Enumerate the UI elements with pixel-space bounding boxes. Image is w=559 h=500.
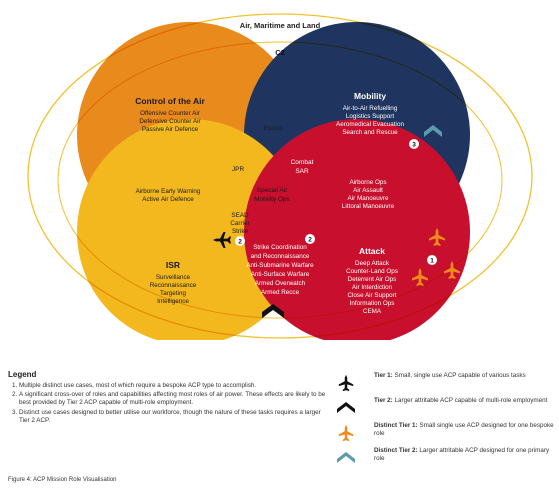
black-chevron-icon: [262, 304, 284, 318]
orange-aircraft-icon: [338, 424, 354, 442]
strike-coordination-label: and Reconnaissance: [251, 253, 310, 260]
marker-2b-label: 2: [308, 237, 312, 244]
sead-label: Carrier: [230, 220, 249, 227]
aew-label: Airborne Early Warning: [136, 188, 201, 195]
legend-item: Multiple distinct use cases, most of whi…: [19, 382, 326, 390]
airborne-ops-label: Airborne Ops: [349, 179, 386, 186]
strike-coordination-label: Anti-Surface Warfare: [251, 271, 310, 278]
tier-2-entry: Tier 2: Larger attritable ACP capable of…: [336, 397, 556, 419]
attack-item: Deterrent Air Ops: [348, 276, 397, 283]
isr-item: Surveillance: [156, 274, 191, 281]
mobility-item: Aeromedical Evacuation: [336, 121, 404, 128]
distinct-tier-2-entry: Distinct Tier 2: Larger attritable ACP d…: [336, 447, 556, 469]
black-aircraft-icon: [338, 374, 354, 392]
mission-role-diagram: Air, Maritime and Land C2 Control of the…: [27, 13, 533, 340]
tier-name: Distinct Tier 1:: [374, 422, 418, 429]
tier-key: Tier 1: Small, single use ACP capable of…: [336, 372, 556, 472]
attack-item: Counter-Land Ops: [346, 268, 398, 275]
outer-ring-title: Air, Maritime and Land: [240, 21, 321, 30]
airborne-ops-label: Air Assault: [353, 187, 383, 194]
control-of-air-item: Defensive Counter Air: [139, 118, 200, 125]
sead-label: Strike: [232, 228, 249, 235]
airborne-ops-label: Air Manoeuvre: [348, 195, 389, 202]
control-of-air-item: Offensive Counter Air: [140, 110, 200, 117]
marker-3-circle: [409, 139, 419, 149]
legend-list: Multiple distinct use cases, most of whi…: [8, 382, 326, 425]
outer-ring-air-maritime-land: [27, 13, 533, 339]
attack-item: Deep Attack: [355, 260, 390, 267]
combat-sar-label: Combat: [291, 159, 314, 166]
isr-item: Reconnaissance: [150, 282, 197, 289]
teal-chevron-icon: [337, 452, 355, 463]
strike-coordination-label: Armed Recce: [261, 289, 300, 296]
isr-title: ISR: [166, 260, 180, 270]
isr-item: Targeting: [160, 290, 186, 297]
legend: Legend Multiple distinct use cases, most…: [8, 370, 326, 426]
mobility-title: Mobility: [354, 91, 386, 101]
airborne-ops-label: Littoral Manoeuvre: [342, 203, 395, 210]
figure-caption: Figure 4: ACP Mission Role Visualisation: [8, 477, 117, 483]
attack-item: Information Ops: [350, 300, 395, 307]
marker-2-label: 2: [238, 239, 242, 246]
black-chevron-icon: [337, 402, 355, 413]
legend-title: Legend: [8, 370, 37, 379]
escort-label: Escort: [264, 125, 283, 132]
tier-desc: Larger attritable ACP capable of multi-r…: [394, 397, 548, 404]
inner-ring-c2: [57, 41, 503, 319]
special-ops-label: Mobility Ops: [254, 196, 291, 203]
tier-1-entry: Tier 1: Small, single use ACP capable of…: [336, 372, 556, 394]
strike-coordination-label: Armed Overwatch: [255, 280, 306, 287]
special-ops-label: Special Air: [257, 187, 289, 194]
circle-attack: [244, 119, 470, 340]
teal-chevron-icon: [424, 125, 442, 137]
isr-item: Intelligence: [157, 298, 189, 305]
attack-item: Air Interdiction: [352, 284, 393, 291]
control-of-air-item: Passive Air Defence: [142, 126, 199, 133]
tier-desc: Larger attritable ACP designed for one p…: [374, 447, 550, 462]
attack-item: CEMA: [363, 308, 382, 315]
marker-2-circle: [235, 236, 245, 246]
attack-item: Close Air Support: [347, 292, 396, 299]
circle-isr: [77, 119, 303, 340]
mobility-item: Logistics Support: [346, 113, 395, 120]
mobility-item: Search and Rescue: [342, 129, 398, 136]
combat-sar-label: SAR: [295, 168, 309, 175]
control-of-air-title: Control of the Air: [135, 96, 205, 106]
distinct-tier-1-entry: Distinct Tier 1: Small single use ACP de…: [336, 422, 556, 444]
marker-3-label: 3: [412, 142, 416, 149]
marker-2b-circle: [305, 234, 315, 244]
marker-1-circle: [427, 255, 437, 265]
tier-desc: Small single use ACP designed for one be…: [374, 422, 554, 437]
aew-label: Active Air Defence: [142, 196, 194, 203]
tier-name: Tier 2:: [374, 397, 393, 404]
strike-coordination-label: Anti-Submarine Warfare: [246, 262, 314, 269]
attack-title: Attack: [359, 246, 385, 256]
tier-name: Tier 1:: [374, 372, 393, 379]
sead-label: SEAD: [231, 212, 249, 219]
legend-item: A significant cross-over of roles and ca…: [19, 391, 326, 407]
strike-coordination-label: Strike Coordination: [253, 244, 307, 251]
mobility-item: Air-to-Air Refuelling: [343, 105, 398, 112]
legend-item: Distinct use cases designed to better ut…: [19, 409, 326, 425]
tier-desc: Small, single use ACP capable of various…: [394, 372, 526, 379]
marker-1-label: 1: [430, 258, 434, 265]
jpr-label: JPR: [232, 166, 245, 173]
tier-name: Distinct Tier 2:: [374, 447, 418, 454]
